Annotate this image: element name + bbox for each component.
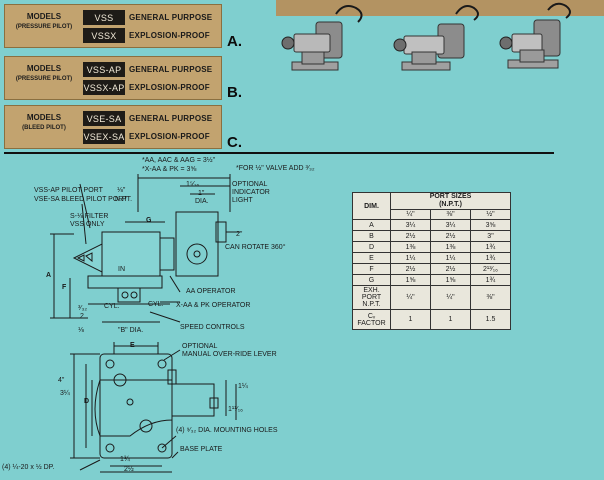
label-base-plate: BASE PLATE	[180, 446, 223, 453]
label-npt: N.PT.	[115, 196, 133, 203]
models-heading: MODELS (BLEED PILOT)	[22, 113, 66, 131]
label-opt-indicator-3: LIGHT	[232, 197, 253, 204]
dim-1-1-4: 1¼	[238, 383, 248, 390]
table-row: F 2½ 2½ 2¹³⁄₁₆	[352, 263, 511, 275]
dim-1-3-4: 1¾	[120, 456, 130, 463]
dim-1-in: 1"	[198, 190, 205, 197]
label-can-rotate: CAN ROTATE 360°	[225, 244, 286, 251]
side-view-drawing	[50, 174, 240, 323]
dim-1-5-16: 1⁵⁄₁₆	[186, 181, 200, 188]
model-code-vsex-sa: VSEX-SA	[83, 129, 125, 144]
purpose-explosion: EXPLOSION-PROOF	[129, 31, 210, 40]
label-speed-controls: SPEED CONTROLS	[180, 324, 245, 331]
label-filter-2: VSS ONLY	[70, 221, 105, 228]
divider-rule	[4, 152, 554, 154]
col-size: ½"	[470, 209, 511, 220]
model-code-vssx-ap: VSSX-AP	[83, 80, 125, 95]
dim-4-in: 4"	[58, 377, 65, 384]
dim-1-8: ⅛	[78, 327, 84, 334]
table-row: D 1⅜ 1⅜ 1¾	[352, 241, 511, 253]
label-mounting-holes: (4) ⁹⁄₃₂ DIA. MOUNTING HOLES	[176, 427, 278, 434]
dim-3-1-4: 3¼	[60, 390, 70, 397]
panel-letter-c: C.	[227, 134, 242, 151]
note-aa-dim: *AA, AAC & AAG = 3½"	[142, 157, 216, 164]
port-sizes-table: DIM. PORT SIZES(N.P.T.) ¼" ⅜" ½" A 3¼ 3¼…	[352, 192, 511, 330]
note-xaa-dim: *X-AA & PK = 3⅝	[142, 166, 197, 173]
dim-f: F	[62, 284, 67, 291]
model-code-vse-sa: VSE-SA	[83, 111, 125, 126]
model-panel-b: MODELS (PRESSURE PILOT) VSS-AP VSSX-AP G…	[4, 56, 222, 100]
model-code-vss: VSS	[83, 10, 125, 25]
panel-letter-b: B.	[227, 84, 242, 101]
label-pilot-port-2: VSE-SA BLEED PILOT PORT	[34, 196, 128, 203]
label-aa-operator: AA OPERATOR	[186, 288, 236, 295]
dim-g: G	[146, 217, 152, 224]
purpose-general: GENERAL PURPOSE	[129, 13, 213, 22]
table-row: A 3¼ 3¼ 3⅝	[352, 219, 511, 231]
valve-photos	[281, 2, 571, 71]
model-code-vssx: VSSX	[83, 28, 125, 43]
model-panel-c: MODELS (BLEED PILOT) VSE-SA VSEX-SA GENE…	[4, 105, 222, 149]
label-opt-indicator-1: OPTIONAL	[232, 181, 268, 188]
valve-photo-1	[281, 5, 363, 71]
panel-letter-a: A.	[227, 33, 242, 50]
col-size: ¼"	[390, 209, 431, 220]
purpose-general: GENERAL PURPOSE	[129, 114, 213, 123]
label-xaa-operator: X-AA & PK OPERATOR	[176, 302, 251, 309]
table-row: G 1⅝ 1⅝ 1¾	[352, 274, 511, 286]
purpose-explosion: EXPLOSION-PROOF	[129, 83, 210, 92]
bottom-view-drawing	[70, 342, 237, 473]
col-header-dim: DIM.	[352, 192, 391, 220]
models-heading: MODELS (PRESSURE PILOT)	[15, 64, 73, 82]
table-row: E 1¼ 1¼ 1¾	[352, 252, 511, 264]
dim-3-32-b: 2	[80, 313, 84, 320]
label-pilot-port-1: VSS-AP PILOT PORT	[34, 187, 103, 194]
label-npt-size: ⅛"	[117, 187, 126, 194]
label-opt-manual-1: OPTIONAL	[182, 343, 218, 350]
note-half-valve: *FOR ½" VALVE ADD ³⁄₃₂	[236, 165, 315, 172]
models-heading: MODELS (PRESSURE PILOT)	[15, 12, 73, 30]
table-row: B 2½ 2½ 3"	[352, 230, 511, 242]
label-opt-indicator-2: INDICATOR	[232, 189, 270, 196]
model-panel-a: MODELS (PRESSURE PILOT) VSS VSSX GENERAL…	[4, 4, 222, 48]
purpose-explosion: EXPLOSION-PROOF	[129, 132, 210, 141]
valve-photo-3	[499, 2, 571, 69]
dim-e: E	[130, 342, 135, 349]
photo-strip	[276, 0, 604, 16]
dim-1-11-16: 1¹¹⁄₁₆	[228, 406, 243, 413]
label-filter-1: S-⅛ FILTER	[70, 213, 109, 220]
purpose-general: GENERAL PURPOSE	[129, 65, 213, 74]
dim-d: D	[84, 398, 90, 405]
dim-2-in: 2"	[236, 231, 243, 238]
label-opt-manual-2: MANUAL OVER-RIDE LEVER	[182, 351, 277, 358]
label-b-dia: "B" DIA.	[118, 327, 144, 334]
dim-3-32: ³⁄₃₂	[78, 305, 88, 312]
dim-dia: DIA.	[195, 198, 209, 205]
label-in-port: IN	[118, 266, 125, 273]
dim-a: A	[46, 272, 52, 279]
dim-2-1-2: 2½	[124, 466, 134, 473]
label-tapped-holes: (4) ¼-20 x ½ DP.	[2, 464, 55, 471]
col-header-port-sizes: PORT SIZES(N.P.T.)	[390, 192, 511, 210]
col-size: ⅜"	[430, 209, 471, 220]
model-code-vss-ap: VSS-AP	[83, 62, 125, 77]
label-cyl-left: CYL.	[104, 303, 120, 310]
valve-photo-2	[393, 5, 479, 71]
label-cyl-right: CYL.	[148, 301, 164, 308]
